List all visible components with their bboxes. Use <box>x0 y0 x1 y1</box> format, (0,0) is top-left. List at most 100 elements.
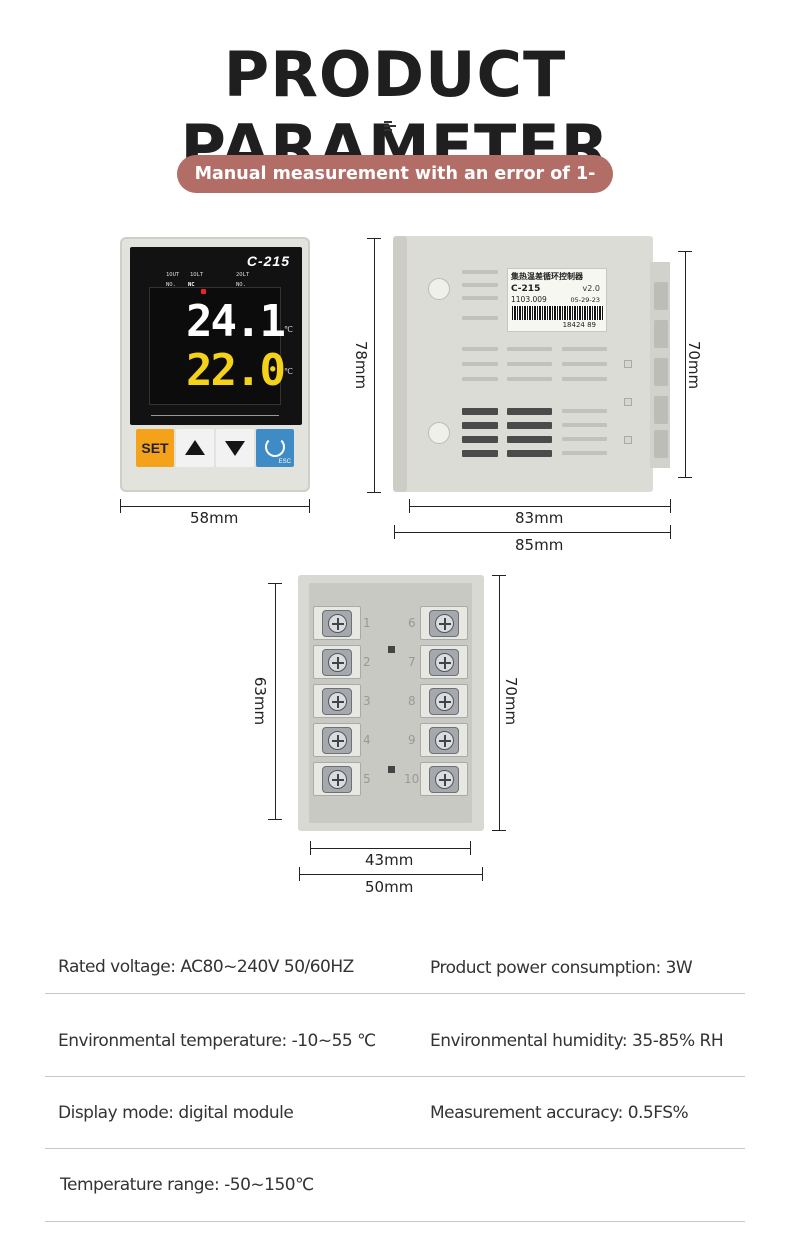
screw-icon <box>322 766 352 793</box>
arrow-up-icon <box>185 440 205 455</box>
terminal-number: 4 <box>363 733 371 747</box>
round-label-icon <box>428 278 450 300</box>
down-button[interactable] <box>216 429 254 467</box>
display-bezel: C-215 1OUT 1OLT 2OLT NO. NC NO. 24.1 ℃ 2… <box>130 247 302 425</box>
screw-icon <box>322 649 352 676</box>
sticker-title: 集热温差循环控制器 <box>511 272 583 281</box>
screw-icon <box>322 727 352 754</box>
back-square-icon <box>388 646 395 653</box>
dim-tick <box>367 238 381 239</box>
side-slot <box>562 409 607 413</box>
back-width-inner-dim: 43mm <box>365 851 414 869</box>
dim-tick <box>268 819 282 820</box>
barcode-icon <box>512 306 604 320</box>
side-slot <box>562 451 607 455</box>
screw-icon <box>429 727 459 754</box>
side-terminal <box>654 320 668 348</box>
nc-label: NC <box>188 282 195 288</box>
esc-button[interactable]: ESC <box>256 429 294 467</box>
olt1-label: 1OLT <box>190 272 204 278</box>
sticker-model: C-215 <box>511 284 541 294</box>
terminal-block <box>420 723 468 757</box>
side-slot <box>462 347 498 351</box>
vent-slot <box>507 436 552 443</box>
dim-tick <box>678 477 692 478</box>
dim-tick <box>310 841 311 855</box>
measurement-note-badge: Manual measurement with an error of 1-2m… <box>177 155 613 222</box>
sv-unit: ℃ <box>284 367 293 376</box>
spec-env-temperature: Environmental temperature: -10~55 ℃ <box>58 1031 376 1051</box>
dim-line-back-height-inner <box>275 583 276 820</box>
spec-divider <box>45 1148 745 1149</box>
screw-icon <box>322 610 352 637</box>
dim-tick <box>492 830 506 831</box>
process-value: 24.1 <box>186 296 286 347</box>
spec-accuracy: Measurement accuracy: 0.5FS% <box>430 1103 689 1123</box>
terminal-number: 10 <box>404 772 420 786</box>
dim-tick <box>670 499 671 513</box>
dim-tick <box>470 841 471 855</box>
side-slot <box>507 377 552 381</box>
side-slot <box>507 347 552 351</box>
side-terminal <box>654 358 668 386</box>
set-value: 22.0 <box>186 345 286 396</box>
spec-temp-range: Temperature range: -50~150℃ <box>60 1175 314 1195</box>
power-ring-icon <box>265 437 285 457</box>
sticker-serial: 18424 89 <box>562 321 596 329</box>
product-sticker: 集热温差循环控制器 C-215 v2.0 1103.009 05-29-23 1… <box>507 268 607 332</box>
spec-divider <box>45 1221 745 1222</box>
dim-line-side-depth <box>409 506 671 507</box>
terminal-block <box>313 723 361 757</box>
olt2-label: 2OLT <box>236 272 250 278</box>
dim-line-back-width-outer <box>299 874 483 875</box>
side-slot <box>462 283 498 287</box>
terminal-block <box>313 645 361 679</box>
spec-divider <box>45 993 745 994</box>
dim-line-back-height-outer <box>499 575 500 831</box>
dim-tick <box>299 867 300 881</box>
model-label: C-215 <box>246 253 290 269</box>
back-height-inner-dim: 63mm <box>251 676 270 726</box>
dim-line-front-width <box>120 506 310 507</box>
side-terminal <box>654 430 668 458</box>
side-slot <box>462 362 498 366</box>
spec-rated-voltage: Rated voltage: AC80~240V 50/60HZ <box>58 957 354 977</box>
pv-unit: ℃ <box>284 325 293 334</box>
round-label-icon <box>428 422 450 444</box>
no2-label: NO. <box>236 282 246 288</box>
dim-tick <box>670 525 671 539</box>
dim-tick <box>268 583 282 584</box>
up-button[interactable] <box>176 429 214 467</box>
side-height-dim: 70mm <box>685 340 704 390</box>
terminal-block <box>420 684 468 718</box>
terminal-number: 1 <box>363 616 371 630</box>
dim-tick <box>482 867 483 881</box>
side-square-icon <box>624 436 632 444</box>
dim-tick <box>120 499 121 513</box>
indicator-led-icon <box>201 289 206 294</box>
side-depth-outer-dim: 85mm <box>515 536 564 554</box>
side-slot <box>562 347 607 351</box>
back-square-icon <box>388 766 395 773</box>
screw-icon <box>429 688 459 715</box>
side-slot <box>462 296 498 300</box>
dim-tick <box>409 499 410 513</box>
front-height-dim: 78mm <box>352 340 371 390</box>
side-slot <box>462 270 498 274</box>
side-terminal <box>654 282 668 310</box>
terminal-number: 6 <box>408 616 416 630</box>
side-slot <box>562 437 607 441</box>
terminal-number: 8 <box>408 694 416 708</box>
spec-env-humidity: Environmental humidity: 35-85% RH <box>430 1031 724 1051</box>
dim-line-back-width-inner <box>310 848 471 849</box>
menu-mark-icon <box>384 121 398 131</box>
side-square-icon <box>624 360 632 368</box>
side-slot <box>462 316 498 320</box>
screw-icon <box>429 610 459 637</box>
dim-tick <box>309 499 310 513</box>
terminal-block <box>420 606 468 640</box>
back-width-outer-dim: 50mm <box>365 878 414 896</box>
spec-display-mode: Display mode: digital module <box>58 1103 294 1123</box>
set-button[interactable]: SET <box>136 429 174 467</box>
vent-slot <box>462 436 498 443</box>
